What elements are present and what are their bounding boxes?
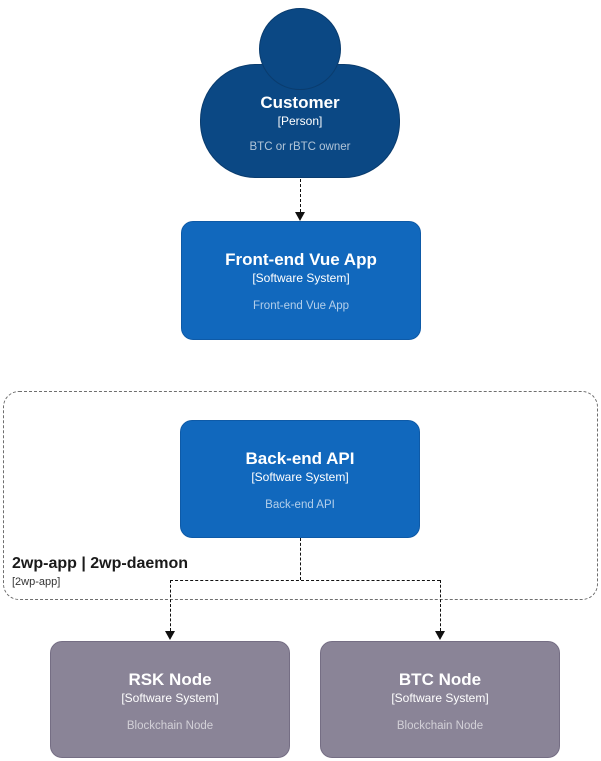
node-type-label: [Software System] xyxy=(391,691,489,705)
node-type-label: [Software System] xyxy=(252,271,350,285)
edge-backend-stem xyxy=(300,538,301,580)
customer-person-node[interactable]: Customer [Person] BTC or rBTC owner xyxy=(200,64,400,178)
edge-backend-btc xyxy=(440,580,441,631)
node-type-label: [Software System] xyxy=(251,470,349,484)
btc-system-node[interactable]: BTC Node [Software System] Blockchain No… xyxy=(320,641,560,758)
backend-system-node[interactable]: Back-end API [Software System] Back-end … xyxy=(180,420,420,538)
arrowhead-down-icon xyxy=(295,212,305,221)
boundary-subtitle: [2wp-app] xyxy=(12,576,61,588)
arrowhead-down-icon xyxy=(165,631,175,640)
rsk-system-node[interactable]: RSK Node [Software System] Blockchain No… xyxy=(50,641,290,758)
arrowhead-down-icon xyxy=(435,631,445,640)
node-title: Back-end API xyxy=(245,449,355,468)
node-title: Customer xyxy=(260,93,340,112)
boundary-label: 2wp-app | 2wp-daemon [2wp-app] xyxy=(12,554,188,589)
node-title: RSK Node xyxy=(128,670,212,689)
boundary-title: 2wp-app | 2wp-daemon xyxy=(12,555,189,572)
person-head-icon xyxy=(259,8,341,90)
node-description: Back-end API xyxy=(265,499,335,511)
node-description: Blockchain Node xyxy=(126,720,214,732)
node-description: Front-end Vue App xyxy=(252,300,350,312)
boundary-2wp-app: 2wp-app | 2wp-daemon [2wp-app] xyxy=(3,391,598,600)
node-description: Blockchain Node xyxy=(396,720,484,732)
edge-backend-rsk xyxy=(170,580,171,631)
frontend-system-node[interactable]: Front-end Vue App [Software System] Fron… xyxy=(181,221,421,340)
node-type-label: [Person] xyxy=(277,114,323,128)
node-title: BTC Node xyxy=(398,670,482,689)
node-description: BTC or rBTC owner xyxy=(249,141,351,153)
node-title: Front-end Vue App xyxy=(225,250,377,269)
edge-backend-split xyxy=(170,580,440,581)
edge-customer-frontend xyxy=(300,179,301,212)
node-type-label: [Software System] xyxy=(121,691,219,705)
